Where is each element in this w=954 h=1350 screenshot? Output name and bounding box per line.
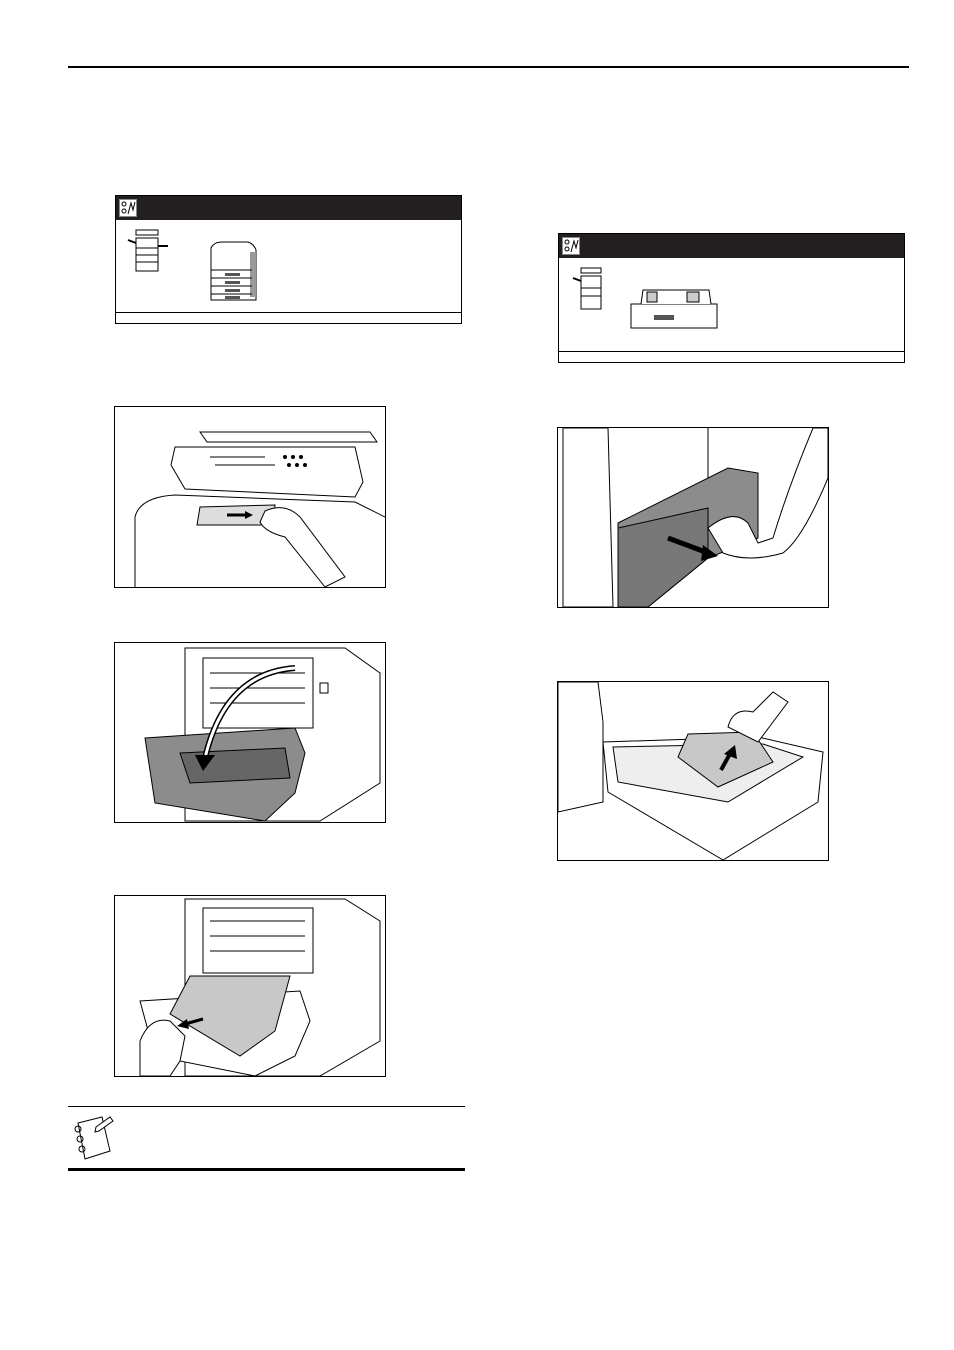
paper-tray-illustration — [630, 289, 718, 329]
machine-location-icon — [572, 267, 602, 310]
notepad-pencil-icon — [74, 1116, 114, 1160]
jam-location-panel-left — [115, 195, 462, 324]
illustration-pull-out-cassette — [557, 427, 829, 608]
panel-header — [116, 196, 461, 220]
panel-divider — [116, 312, 461, 313]
machine-illustration — [210, 241, 257, 301]
illustration-cassette-paper-removal — [557, 681, 829, 861]
header-rule — [68, 66, 909, 68]
troubleshoot-icon — [119, 199, 137, 217]
illustration-open-rear-cover — [114, 642, 386, 823]
jam-location-panel-right — [558, 233, 905, 363]
troubleshoot-icon — [562, 237, 580, 255]
machine-location-icon — [127, 229, 168, 272]
illustration-output-tray-removal — [114, 406, 386, 588]
panel-divider — [559, 351, 904, 352]
note-bottom-rule — [68, 1168, 465, 1171]
panel-header — [559, 234, 904, 258]
illustration-rear-paper-removal — [114, 895, 386, 1077]
note-top-rule — [68, 1106, 465, 1107]
